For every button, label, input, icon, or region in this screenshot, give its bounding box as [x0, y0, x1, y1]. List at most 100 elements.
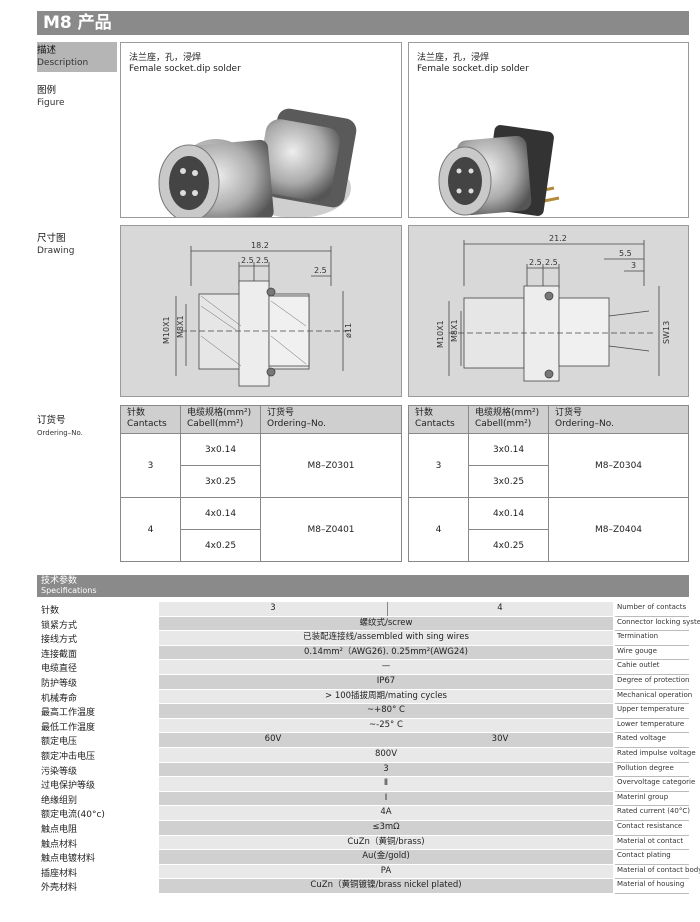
spec-value-b: 30V — [491, 734, 509, 745]
table-row: 4 4x0.14 M8–Z0404 — [408, 497, 689, 562]
spec-value-a: 60V — [264, 734, 282, 745]
drawing-left: 18.2 2.5 2.5 2.5 M10X1 M8X1 ø11 — [120, 225, 402, 397]
description-header-bg — [37, 42, 117, 72]
page-title: M8 产品 — [37, 11, 689, 35]
header-cable: 电缆规格(mm²)Cabell(mm²) — [180, 405, 261, 434]
connector-photo-right — [438, 125, 560, 216]
cable-cell: 3x0.25 — [180, 465, 261, 498]
dim-diameter: ø11 — [344, 323, 353, 338]
spec-label-en: Rated current (40°C) — [617, 807, 690, 816]
spec-value-a: 3 — [270, 603, 276, 613]
row-divider — [615, 746, 689, 748]
row-divider — [615, 615, 689, 617]
spec-value-b: 4 — [497, 603, 503, 613]
spec-label-zh: 最高工作温度 — [41, 708, 96, 719]
spec-header-en: Specifications — [41, 586, 97, 595]
spec-label-en: Termination — [617, 632, 659, 641]
spec-label-en: Mechanical operation — [617, 690, 693, 699]
spec-value: ~-25° C — [159, 718, 613, 733]
product-caption: 法兰座，孔，浸焊 Female socket.dip solder — [417, 53, 529, 75]
header-contacts-zh: 针数 — [415, 408, 434, 418]
row-divider — [615, 834, 689, 836]
product-figure-right: 法兰座，孔，浸焊 Female socket.dip solder — [408, 42, 689, 218]
order-no-cell: M8–Z0401 — [260, 497, 402, 562]
spec-row: 机械寿命 > 100插拔周期/mating cycles Mechanical op… — [37, 689, 693, 705]
row-divider — [615, 703, 689, 705]
description-en: Description — [37, 58, 89, 68]
spec-label-zh: 外壳材料 — [41, 883, 78, 894]
spec-label-zh: 额定电压 — [41, 737, 78, 748]
header-cable-zh: 电缆规格(mm²) — [475, 408, 540, 418]
description-label: 描述 Description — [37, 44, 117, 70]
spec-label-en: Connector locking system — [617, 617, 700, 626]
table-row: 3x0.25 — [121, 465, 402, 498]
spec-label-zh: 触点材料 — [41, 839, 78, 850]
spec-label-en: Wire gouge — [617, 646, 657, 655]
spec-value: 3 — [159, 762, 613, 777]
spec-header-zh: 技术参数 — [41, 576, 78, 586]
row-divider — [615, 878, 689, 880]
spec-label-en: Pollution degree — [617, 763, 674, 772]
table-row: 3x0.25 — [409, 465, 689, 498]
table-row: 3 3x0.14 M8–Z0304 — [408, 433, 689, 498]
caption-en: Female socket.dip solder — [129, 64, 241, 74]
spec-label-en: Cahie outlet — [617, 661, 660, 670]
spec-label-zh: 电缆直径 — [41, 664, 78, 675]
dim-overall: 18.2 — [251, 241, 269, 250]
spec-label-en: Number of contacts — [617, 603, 687, 611]
dim-thread-outer: M10X1 — [162, 316, 171, 344]
column-divider — [387, 602, 388, 616]
contacts-cell: 4 — [120, 497, 181, 562]
spec-value: CuZn（黄铜/brass) — [159, 835, 613, 850]
description-zh: 描述 — [37, 45, 57, 56]
spec-label-zh: 最低工作温度 — [41, 722, 96, 733]
spec-value: — — [159, 660, 613, 674]
dim-a: 2.5 — [241, 256, 254, 265]
table-row: 4x0.25 — [121, 529, 402, 562]
row-divider — [615, 659, 689, 661]
spec-value: Au(金/gold) — [159, 850, 613, 864]
spec-value: 已装配连接线/assembled with sing wires — [159, 631, 613, 645]
dim-thread-inner: M8X1 — [450, 319, 459, 342]
figure-label: 图例 Figure — [37, 84, 117, 110]
spec-label-en: Materinl group — [617, 792, 669, 801]
row-divider — [615, 761, 689, 763]
row-divider — [615, 717, 689, 719]
row-divider — [615, 849, 689, 851]
order-no-cell: M8–Z0404 — [548, 497, 689, 562]
table-row: 4 4x0.14 M8–Z0401 — [120, 497, 402, 562]
connector-photo-left — [158, 108, 357, 227]
figure-zh: 图例 — [37, 85, 57, 96]
spec-value: 螺纹式/screw — [159, 616, 613, 631]
spec-value: IP67 — [159, 675, 613, 689]
spec-label-zh: 污染等级 — [41, 766, 78, 777]
header-cable-en: Cabell(mm²) — [187, 419, 244, 429]
row-divider — [615, 863, 689, 865]
caption-en: Female socket.dip solder — [417, 64, 529, 74]
spec-value: 0.14mm²（AWG26). 0.25mm²(AWG24) — [159, 645, 613, 660]
spec-label-zh: 连接截面 — [41, 649, 78, 660]
dim-overall: 21.2 — [549, 234, 567, 243]
spec-label-en: Lower temperature — [617, 719, 685, 728]
contacts-cell: 4 — [408, 497, 469, 562]
spec-value: > 100插拔周期/mating cycles — [159, 689, 613, 704]
row-divider — [615, 688, 689, 690]
spec-label-zh: 触点电阻 — [41, 825, 78, 835]
spec-label-zh: 机械寿命 — [41, 693, 78, 704]
spec-label-en: Overvoltage categorie — [617, 778, 696, 787]
dim-b: 2.5 — [256, 256, 269, 265]
dim-wrench: SW13 — [662, 321, 671, 344]
